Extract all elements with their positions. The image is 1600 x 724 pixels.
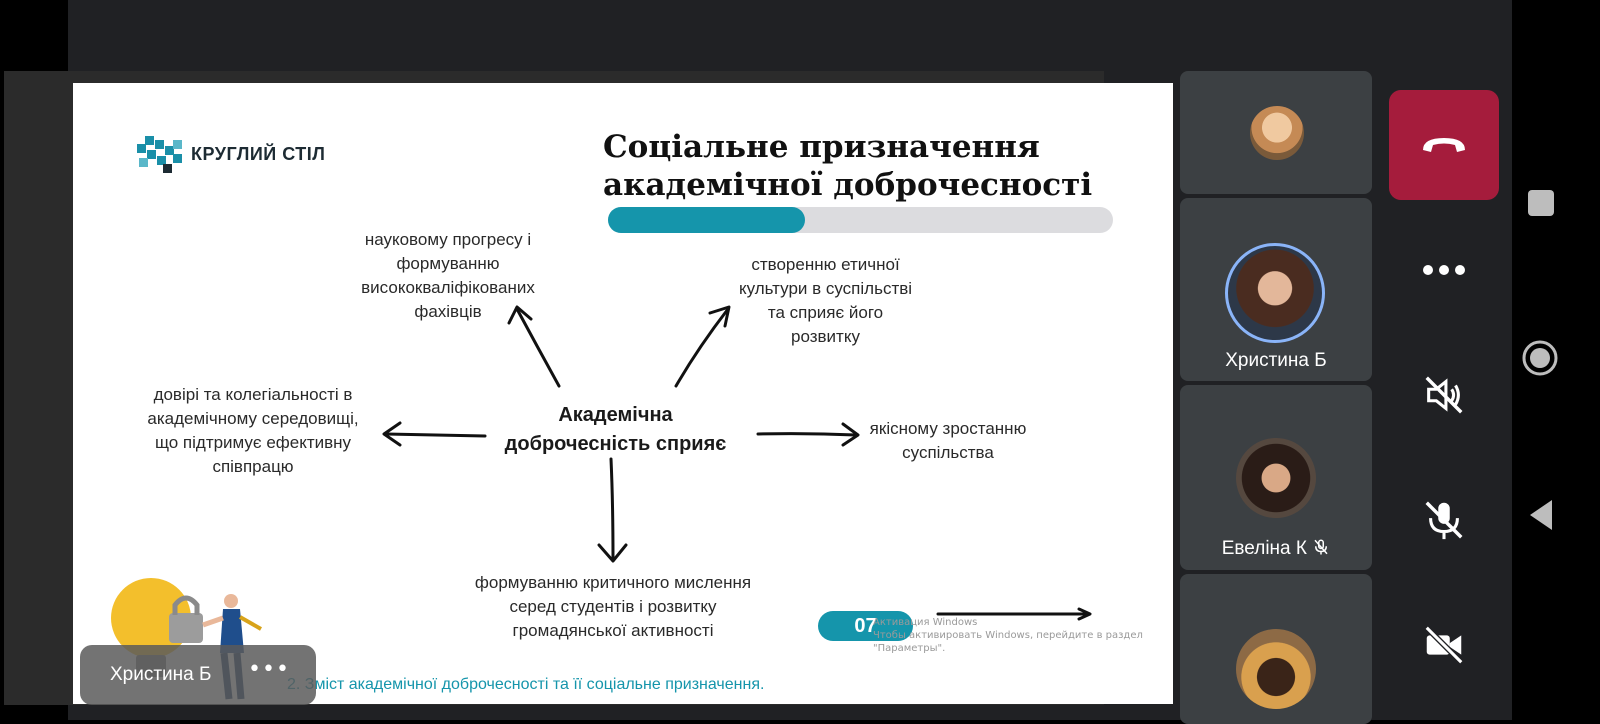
mindmap-right: якісному зростанню суспільства	[869, 419, 1027, 462]
participant-tile-1[interactable]	[1180, 71, 1372, 194]
mindmap-center: Академічна доброчесність сприяє	[504, 404, 727, 455]
recents-icon[interactable]	[1528, 190, 1554, 216]
mindmap-top-left: науковому прогресу і формуванню висококв…	[361, 230, 535, 321]
shared-slide: КРУГЛИЙ СТІЛ Соціальне призначення акаде…	[73, 83, 1173, 704]
participant-name-text: Евеліна К	[1221, 538, 1307, 559]
arrow-down-head	[597, 543, 628, 563]
logo: КРУГЛИЙ СТІЛ	[133, 130, 325, 178]
hangup-button[interactable]	[1389, 90, 1499, 200]
speaker-off-icon	[1425, 376, 1463, 414]
arrow-down	[609, 457, 615, 561]
presenter-more-icon[interactable]: •••	[248, 657, 290, 682]
participant-avatar	[1236, 438, 1316, 518]
participant-name: Христина Б	[1225, 350, 1327, 371]
slide-progress-bar	[608, 207, 1113, 233]
arrow-top-right	[674, 307, 730, 388]
more-options-button[interactable]	[1414, 240, 1474, 300]
android-nav-bar	[1512, 0, 1600, 720]
logo-mark-icon	[133, 130, 185, 178]
hangup-icon	[1423, 138, 1465, 152]
slide-title: Соціальне призначення академічної доброч…	[603, 128, 1133, 204]
arrow-bottom-right-head	[1077, 607, 1092, 621]
participant-avatar	[1236, 629, 1316, 709]
participant-avatar	[1250, 106, 1304, 160]
presenter-name-chip[interactable]: Христина Б •••	[80, 645, 316, 705]
participant-tile-4[interactable]	[1180, 574, 1372, 724]
mic-toggle-button[interactable]	[1414, 490, 1474, 550]
arrow-top-left-head	[507, 305, 533, 325]
slide-title-line1: Соціальне призначення	[603, 129, 1040, 165]
mindmap-top-right: створенню етичної культури в суспільстві…	[738, 255, 913, 346]
mic-off-icon	[1425, 501, 1463, 540]
mindmap-left: довірі та колегіальності в академічному …	[147, 385, 359, 476]
arrow-top-right-head	[708, 305, 731, 328]
arrow-left-head	[382, 421, 402, 447]
participant-name: Евеліна К	[1180, 538, 1372, 560]
home-icon[interactable]	[1520, 338, 1560, 378]
camera-off-icon	[1424, 625, 1464, 665]
camera-toggle-button[interactable]	[1414, 615, 1474, 675]
slide-title-line2: академічної доброчесності	[603, 167, 1093, 203]
mindmap-arrows	[382, 305, 1092, 621]
mic-muted-icon	[1314, 539, 1328, 555]
arrow-right	[756, 432, 858, 437]
page-number-badge: 07	[818, 611, 913, 641]
arrow-top-left	[515, 307, 561, 388]
participant-tile-3[interactable]: Евеліна К	[1180, 385, 1372, 570]
back-icon[interactable]	[1526, 498, 1556, 532]
arrow-left	[384, 432, 487, 438]
mindmap-bottom: формуванню критичного мислення серед сту…	[474, 573, 752, 640]
slide-caption: 2. Зміст академічної доброчесності та її…	[287, 676, 765, 693]
participant-avatar	[1225, 243, 1325, 343]
more-icon	[1423, 265, 1465, 275]
slide-progress-fill	[608, 207, 805, 233]
arrow-right-head	[841, 422, 860, 447]
presenter-name: Христина Б	[110, 664, 212, 685]
participant-tile-2[interactable]: Христина Б	[1180, 198, 1372, 381]
speaker-toggle-button[interactable]	[1414, 365, 1474, 425]
logo-text: КРУГЛИЙ СТІЛ	[191, 143, 326, 164]
windows-activation-watermark: Активация Windows Чтобы активировать Win…	[873, 617, 1143, 654]
